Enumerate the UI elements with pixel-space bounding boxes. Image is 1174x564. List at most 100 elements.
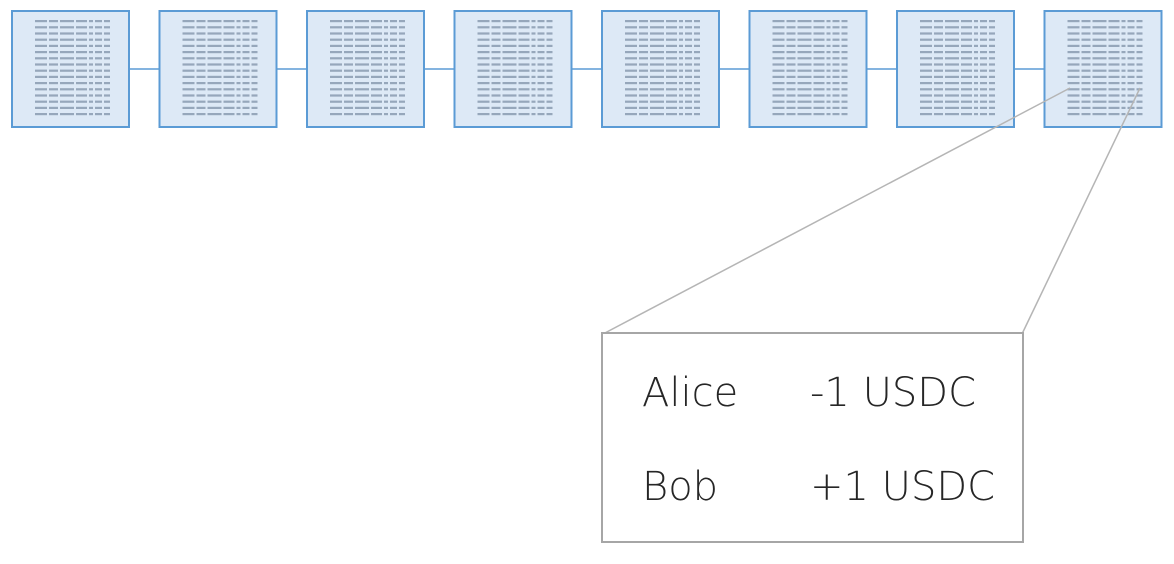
block-tx-line <box>974 44 978 47</box>
block-tx-line <box>223 75 235 78</box>
block-tx-line <box>1136 82 1143 85</box>
block-tx-line <box>89 94 93 97</box>
block-tx-line <box>502 75 517 78</box>
block-tx-line <box>491 69 501 72</box>
block-tx-line <box>625 94 637 97</box>
block-tx-line <box>330 106 342 109</box>
block-tx-line <box>685 82 692 85</box>
block-tx-line <box>945 57 959 60</box>
block-tx-line <box>49 106 58 109</box>
block-tx-line <box>207 69 222 72</box>
block <box>306 10 425 128</box>
block-tx-line <box>666 113 677 116</box>
block-tx-line <box>76 20 87 23</box>
block-tx-line <box>1081 100 1091 103</box>
block-tx-line <box>49 88 58 91</box>
block-tx-line <box>251 88 258 91</box>
block-tx-line <box>251 57 258 60</box>
block-tx-line <box>945 82 959 85</box>
block-tx-line <box>35 106 47 109</box>
block-tx-line <box>685 38 692 41</box>
block-tx-line <box>49 57 58 60</box>
block-tx-line <box>1121 32 1126 35</box>
block-tx-line <box>980 113 987 116</box>
block-tx-line <box>35 69 47 72</box>
block-tx-line <box>1092 113 1107 116</box>
block-tx-line <box>650 94 664 97</box>
block-tx-line <box>961 69 972 72</box>
block-tx-line <box>399 82 405 85</box>
block-tx-line <box>832 106 840 109</box>
block-tx-line <box>945 32 959 35</box>
block-tx-line <box>236 94 241 97</box>
block-tx-line <box>207 100 222 103</box>
block-tx-line <box>989 38 995 41</box>
block-tx-line <box>49 113 58 116</box>
block-tx-line <box>60 63 74 66</box>
block-tx-line <box>1127 51 1135 54</box>
block-tx-line <box>95 32 102 35</box>
block-tx-line <box>841 75 848 78</box>
block-tx-line <box>207 51 222 54</box>
block-tx-line <box>344 100 353 103</box>
block-tx-line <box>491 57 501 60</box>
block-tx-line <box>207 38 222 41</box>
block-tx-line <box>813 38 825 41</box>
block-tx-line <box>772 69 785 72</box>
block-tx-line <box>251 20 258 23</box>
block-tx-line <box>223 44 235 47</box>
block-tx-line <box>196 32 206 35</box>
block-tx-line <box>399 94 405 97</box>
block-tx-line <box>694 113 700 116</box>
block-tx-line <box>666 100 677 103</box>
block-tx-line <box>989 113 995 116</box>
block-tx-line <box>355 63 369 66</box>
block-tx-line <box>797 69 812 72</box>
block-tx-line <box>95 88 102 91</box>
block-tx-line <box>491 100 501 103</box>
block-tx-line <box>89 51 93 54</box>
block-tx-line <box>104 57 110 60</box>
block-tx-line <box>390 69 397 72</box>
block-tx-line <box>371 100 382 103</box>
block-tx-line <box>518 38 530 41</box>
block-tx-line <box>355 32 369 35</box>
block-tx-line <box>772 57 785 60</box>
block-tx-line <box>1081 69 1091 72</box>
block-tx-line <box>330 69 342 72</box>
block-tx-line <box>832 32 840 35</box>
block-tx-line <box>920 20 932 23</box>
block-tx-line <box>89 26 93 29</box>
block-tx-line <box>242 51 250 54</box>
block-tx-line <box>1092 75 1107 78</box>
block-tx-line <box>502 26 517 29</box>
block-tx-line <box>390 63 397 66</box>
block-tx-line <box>196 82 206 85</box>
block-tx-line <box>813 100 825 103</box>
block-tx-line <box>1121 38 1126 41</box>
block-tx-line <box>934 100 943 103</box>
block-tx-line <box>355 26 369 29</box>
block-tx-line <box>491 20 501 23</box>
block-tx-line <box>1067 82 1080 85</box>
block-tx-line <box>251 113 258 116</box>
block-tx-line <box>371 26 382 29</box>
block-tx-line <box>679 94 683 97</box>
block-tx-line <box>639 51 648 54</box>
block-tx-line <box>223 32 235 35</box>
block-tx-line <box>223 82 235 85</box>
block-tx-line <box>920 57 932 60</box>
block-tx-line <box>841 100 848 103</box>
block-tx-line <box>371 113 382 116</box>
block-tx-line <box>1108 106 1120 109</box>
block-tx-line <box>980 94 987 97</box>
block-tx-line <box>685 113 692 116</box>
block-tx-line <box>35 113 47 116</box>
block-tx-line <box>772 44 785 47</box>
block-tx-line <box>390 100 397 103</box>
block-tx-line <box>89 113 93 116</box>
block-tx-line <box>945 38 959 41</box>
block-tx-line <box>694 44 700 47</box>
block-tx-line <box>207 88 222 91</box>
block-tx-line <box>1127 88 1135 91</box>
